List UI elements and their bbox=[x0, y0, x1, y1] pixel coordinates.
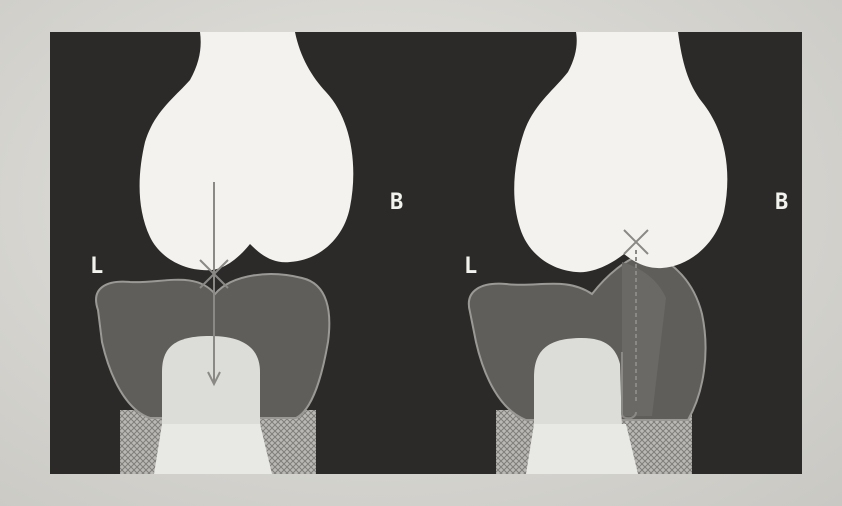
left-panel bbox=[50, 32, 426, 474]
right-upper-tooth bbox=[514, 32, 727, 272]
occlusion-diagram: B L B L bbox=[50, 32, 802, 474]
right-core-base bbox=[526, 424, 638, 474]
left-upper-tooth bbox=[140, 32, 354, 270]
left-restoration bbox=[162, 336, 260, 432]
label-b-right: B bbox=[775, 192, 788, 214]
label-l-left: L bbox=[90, 256, 103, 278]
label-l-right: L bbox=[464, 256, 477, 278]
right-restoration bbox=[534, 338, 622, 432]
right-panel bbox=[426, 32, 802, 474]
label-b-left: B bbox=[390, 192, 403, 214]
left-core-base bbox=[154, 424, 272, 474]
